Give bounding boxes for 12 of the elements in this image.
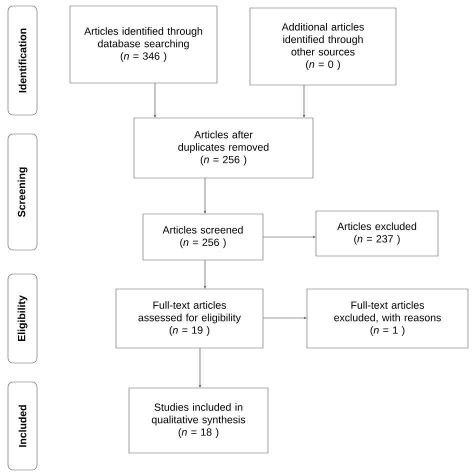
process-box: Articles excluded (n = 237 ) (316, 210, 438, 256)
phase-label: Eligibility (8, 274, 38, 364)
process-box: Full-text articles excluded, with reasons (n = 1 ) (306, 288, 468, 348)
phase-label: Included (8, 382, 38, 470)
process-box: Full-text articles assessed for eligibility (n = 19 ) (116, 288, 264, 348)
phase-label: Identification (8, 6, 38, 116)
process-box: Additional articles identified through other sources (n = 0 ) (250, 8, 396, 86)
phase-label: Screening (8, 134, 38, 250)
process-box: Articles after duplicates removed (n = 256 ) (134, 118, 314, 178)
process-box: Articles identified through database searching (n = 346 ) (70, 6, 218, 84)
process-box: Studies included in qualitative synthesis (n = 18 ) (128, 388, 268, 454)
process-box: Articles screened (n = 256 ) (142, 214, 264, 260)
